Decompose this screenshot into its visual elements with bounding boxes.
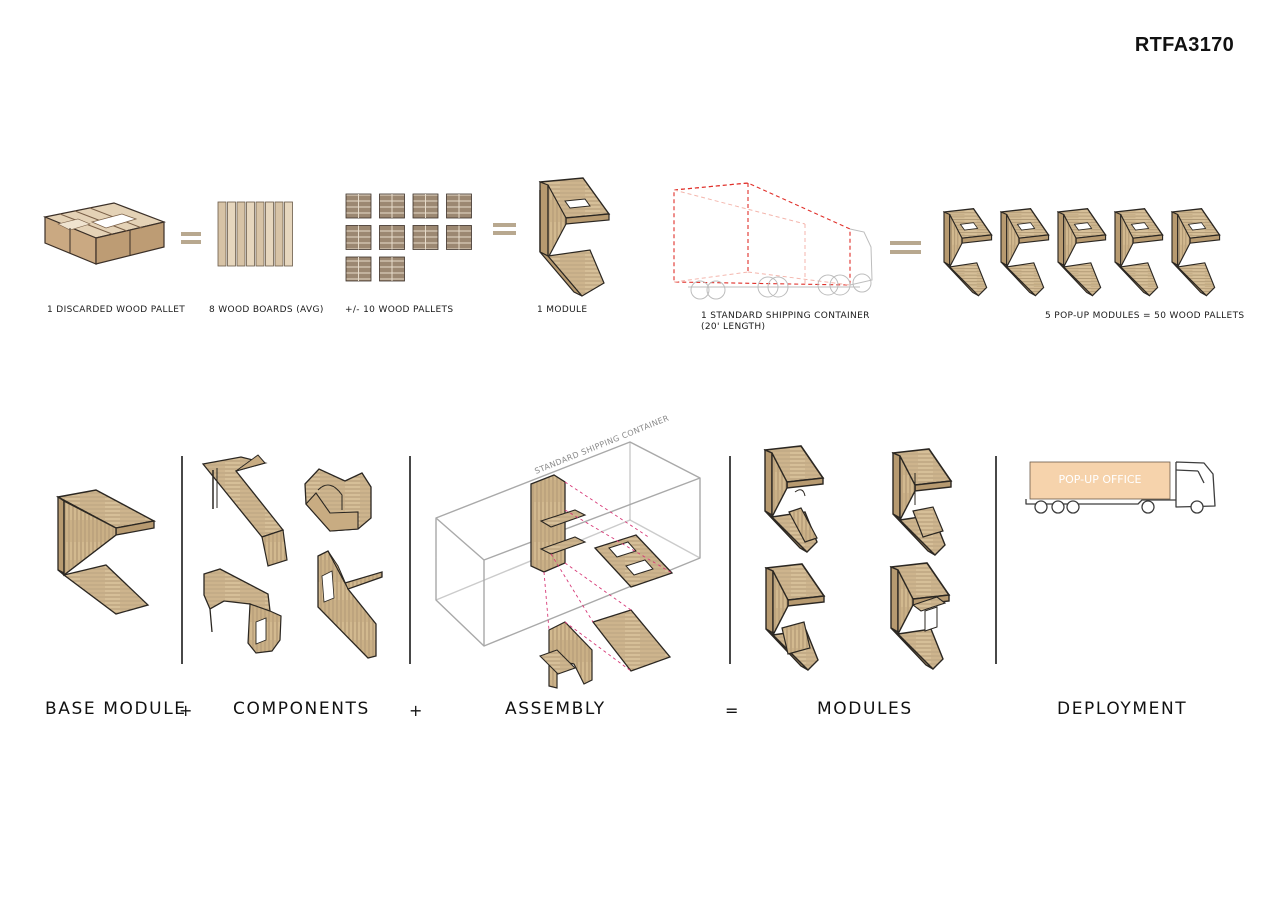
operator-plus-1: +: [179, 701, 193, 720]
office-label: POP-UP OFFICE: [1058, 473, 1141, 486]
assembly-drawing: STANDARD SHIPPING CONTAINER: [435, 414, 701, 689]
wood-board: [227, 201, 236, 267]
pallet-tile: [446, 193, 472, 219]
label-components: COMPONENTS: [233, 699, 370, 719]
caption-pop-up-modules: 5 POP-UP MODULES = 50 WOOD PALLETS: [1045, 311, 1245, 321]
caption-module: 1 MODULE: [537, 305, 588, 315]
wood-board: [246, 201, 255, 267]
configured-module: [763, 445, 825, 553]
component-table-drawing: [201, 454, 288, 567]
wood-board: [274, 201, 284, 267]
pop-up-module: [1056, 208, 1107, 297]
pallet-tile: [345, 193, 372, 219]
pallet-tile: [412, 193, 439, 219]
pallet-tile: [345, 225, 372, 250]
label-deployment: DEPLOYMENT: [1057, 699, 1188, 719]
pop-up-module: [1113, 208, 1164, 297]
component-desk-drawing: [203, 568, 282, 654]
equals-sign-2: [493, 223, 516, 235]
configured-module: [764, 563, 826, 671]
component-seat-drawing: [304, 468, 372, 532]
caption-container-line2: (20' LENGTH): [701, 322, 766, 332]
configured-module: [891, 448, 953, 556]
label-base-module: BASE MODULE: [45, 699, 187, 719]
truck-with-container-outline: [673, 182, 873, 300]
wood-board: [217, 201, 227, 267]
container-label: STANDARD SHIPPING CONTAINER: [533, 414, 670, 476]
four-modules-group: [763, 445, 953, 671]
pallet-tile: [379, 256, 405, 282]
operator-equals: =: [725, 701, 739, 720]
configured-module: [889, 562, 951, 670]
wood-board: [255, 201, 265, 267]
caption-wood-pallets: +/- 10 WOOD PALLETS: [345, 305, 454, 315]
caption-wood-boards: 8 WOOD BOARDS (AVG): [209, 305, 324, 315]
document-code: RTFA3170: [1134, 34, 1234, 56]
five-modules-group: [942, 208, 1221, 297]
pallet-tile: [412, 225, 439, 250]
base-module-drawing: [55, 489, 157, 615]
caption-discarded-pallet: 1 DISCARDED WOOD PALLET: [47, 305, 186, 315]
pallet-tile: [379, 225, 405, 250]
equals-sign-1: [181, 232, 201, 244]
pallet-tile: [379, 193, 405, 219]
pop-up-module: [1170, 208, 1221, 297]
wood-board: [284, 201, 293, 267]
wood-boards-group: [217, 201, 293, 267]
label-assembly: ASSEMBLY: [505, 699, 606, 719]
equals-sign-3: [890, 241, 921, 254]
pallet-tile: [345, 256, 372, 282]
discarded-pallet-drawing: [42, 202, 167, 265]
pop-up-module: [942, 208, 993, 297]
deployment-truck-drawing: POP-UP OFFICE: [1025, 461, 1216, 514]
component-shelf-drawing: [317, 550, 383, 659]
wood-board: [236, 201, 246, 267]
pallet-tiles-group: [345, 193, 472, 282]
pop-up-module: [999, 208, 1050, 297]
wood-board: [265, 201, 274, 267]
caption-container-line1: 1 STANDARD SHIPPING CONTAINER: [701, 311, 870, 321]
label-modules: MODULES: [817, 699, 913, 719]
single-module-drawing: [538, 177, 611, 297]
operator-plus-2: +: [409, 701, 423, 720]
pallet-tile: [446, 225, 472, 250]
office-container-box: [1029, 461, 1171, 500]
